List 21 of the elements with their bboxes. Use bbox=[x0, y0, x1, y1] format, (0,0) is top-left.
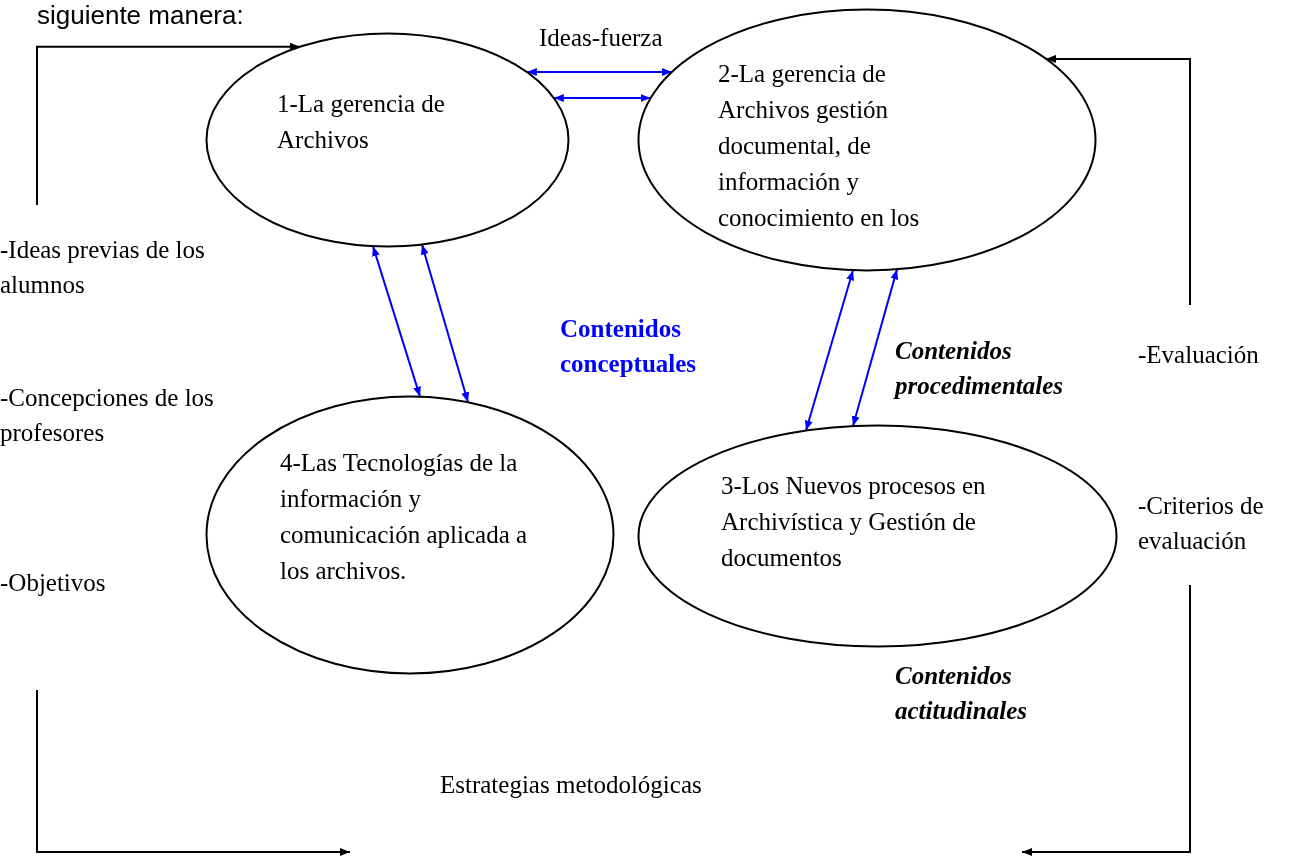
note-text: -Evaluación bbox=[1138, 340, 1260, 370]
note-text: -Criterios de evaluación bbox=[1138, 491, 1265, 556]
arrow bbox=[851, 268, 899, 428]
note-text: Estrategias metodológicas bbox=[440, 770, 703, 800]
topic-text: 4-Las Tecnologías de la información y comunicación aplicada a los archivos. bbox=[280, 448, 529, 586]
arrow bbox=[1045, 54, 1191, 306]
section-label: Contenidos procedimentales bbox=[895, 336, 1065, 401]
arrow bbox=[805, 269, 854, 432]
topic-text: 1-La gerencia de Archivos bbox=[277, 89, 446, 155]
arrow bbox=[420, 243, 470, 404]
topic-text: 2-La gerencia de Archivos gestión documental, de información y conocimiento en los bbox=[718, 59, 921, 233]
heading-text: siguiente manera: bbox=[37, 0, 245, 30]
note-text: -Ideas previas de los alumnos bbox=[0, 235, 206, 300]
section-label: Contenidos actitudinales bbox=[895, 661, 1028, 726]
note-text: -Concepciones de los profesores bbox=[0, 383, 215, 448]
section-label: Contenidos conceptuales bbox=[560, 314, 698, 379]
topic-text: 3-Los Nuevos procesos en Archivística y Gestión de documentos bbox=[721, 471, 987, 573]
arrow bbox=[372, 245, 421, 398]
topic-ellipse bbox=[637, 424, 1118, 648]
arrow bbox=[36, 42, 301, 206]
note-text: -Objetivos bbox=[0, 568, 107, 598]
